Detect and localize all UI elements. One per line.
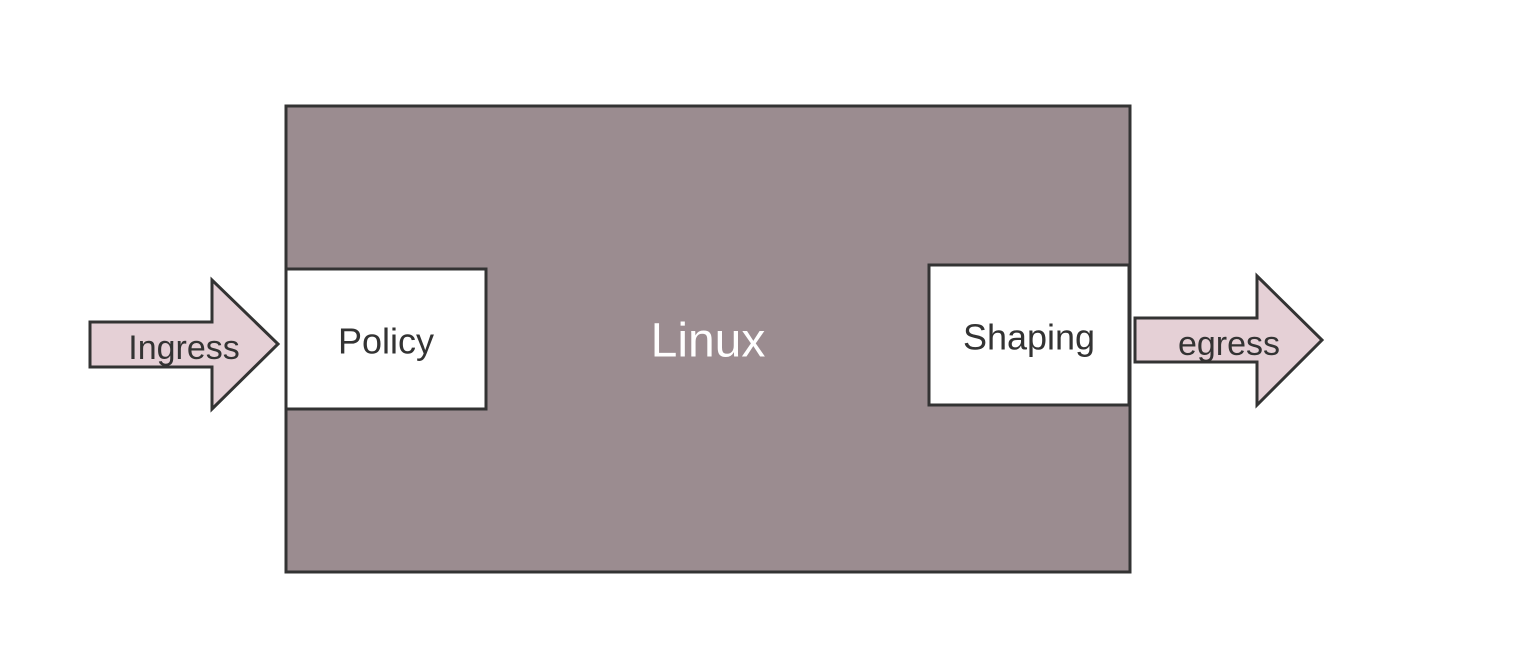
egress-arrow-shape xyxy=(1133,272,1325,409)
egress-label: egress xyxy=(1178,325,1280,363)
ingress-arrow: Ingress xyxy=(88,276,281,413)
policy-label: Policy xyxy=(338,321,434,362)
ingress-arrow-shape xyxy=(88,276,281,413)
shaping-box: Shaping xyxy=(927,263,1131,407)
ingress-label: Ingress xyxy=(128,329,240,367)
policy-box: Policy xyxy=(284,267,488,411)
shaping-label: Shaping xyxy=(963,317,1095,358)
policy-box-shape xyxy=(284,267,488,411)
shaping-box-shape xyxy=(927,263,1131,407)
egress-arrow: egress xyxy=(1133,272,1325,409)
linux-label: Linux xyxy=(651,315,766,368)
